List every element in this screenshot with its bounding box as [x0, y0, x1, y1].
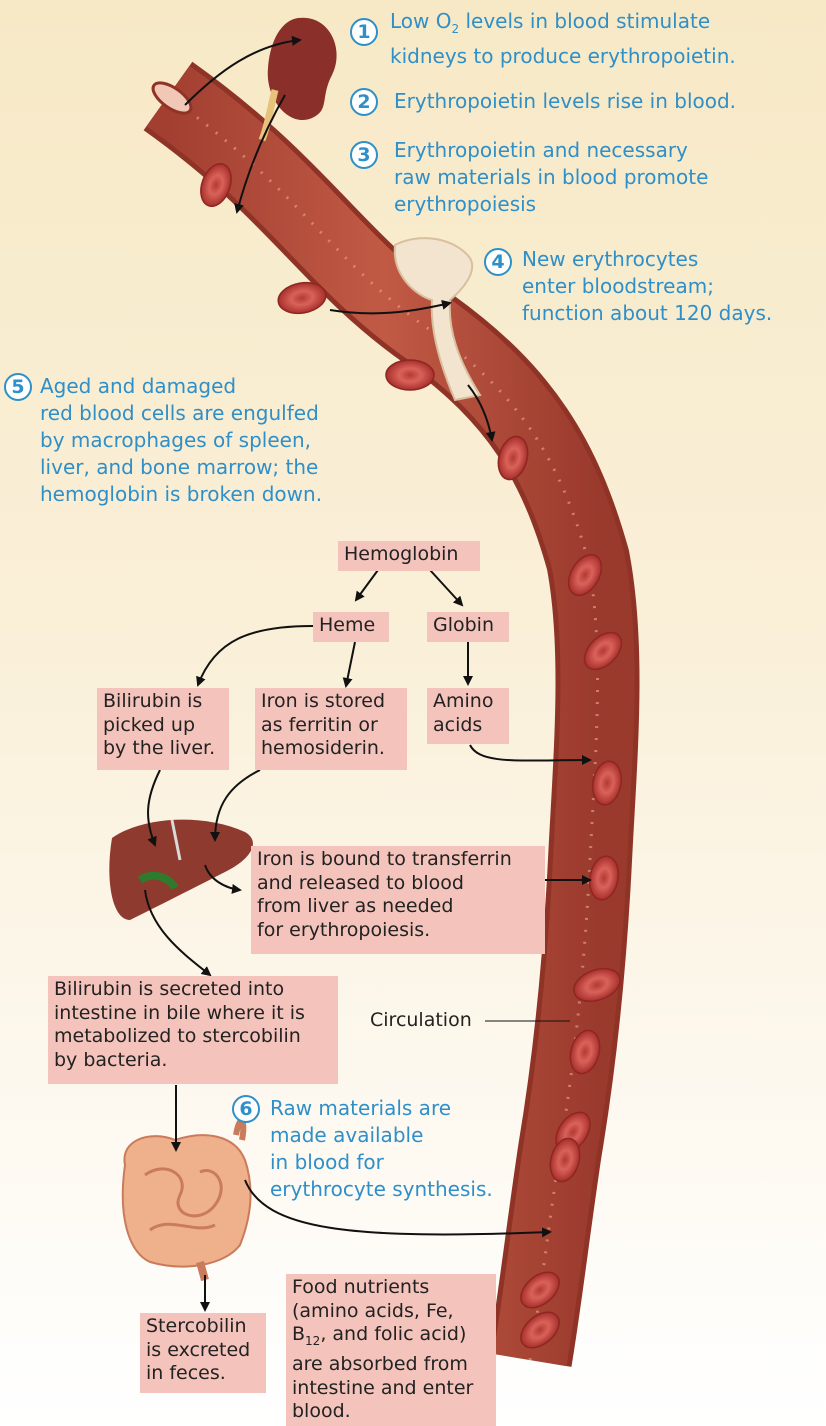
red-blood-cells [200, 163, 623, 1349]
iron-bound-box: Iron is bound to transferrin and release… [251, 846, 545, 954]
arrow-heme-to-iron [342, 641, 356, 688]
step-1-number: 1 [350, 18, 378, 46]
arrow-heme-to-bilirubin [196, 625, 314, 687]
step-4-text: New erythrocytes enter bloodstream; func… [522, 247, 773, 325]
arrow-vessel-to-kidney [184, 35, 302, 106]
heme-box: Heme [313, 612, 389, 642]
step-2-text: Erythropoietin levels rise in blood. [394, 89, 737, 113]
arrow-vessel-to-bone [329, 299, 452, 315]
step-6-number: 6 [232, 1095, 260, 1123]
arrow-bilirubin-to-liver [147, 769, 161, 847]
step-1-text: Low O2 levels in blood stimulate kidneys… [390, 9, 736, 68]
step-2-number: 2 [350, 88, 378, 116]
arrow-bone-to-vessel [467, 384, 496, 442]
liver-icon [109, 819, 253, 920]
food-nutrients-box: Food nutrients (amino acids, Fe, B12, an… [286, 1274, 496, 1426]
step-5-number: 5 [4, 373, 32, 401]
stercobilin-box: Stercobilin is excreted in feces. [140, 1313, 266, 1393]
kidney-icon [258, 17, 337, 142]
arrow-hemoglobin-to-heme [354, 569, 379, 602]
arrow-hemoglobin-to-globin [429, 569, 464, 607]
bilirubin-secreted-box: Bilirubin is secreted into intestine in … [48, 976, 338, 1084]
arrows [144, 35, 592, 1312]
arrow-liver-to-bilirubin-secreted [144, 889, 212, 977]
step-4-number: 4 [484, 248, 512, 276]
amino-acids-box: Amino acids [427, 688, 509, 744]
bilirubin-liver-box: Bilirubin is picked up by the liver. [97, 688, 229, 770]
globin-box: Globin [427, 612, 509, 642]
step-3-text: Erythropoietin and necessary raw materia… [394, 138, 709, 216]
arrow-intestine-to-vessel [244, 1179, 552, 1238]
intestine-icon [121, 1118, 252, 1282]
arrow-liver-to-iron-bound [204, 864, 242, 894]
circulation-label: Circulation [370, 1009, 472, 1031]
step-3-number: 3 [350, 141, 378, 169]
step-6-text: Raw materials are made available in bloo… [270, 1096, 493, 1201]
arrow-kidney-to-vessel [234, 94, 286, 214]
arrow-iron-to-liver [210, 769, 261, 842]
iron-stored-box: Iron is stored as ferritin or hemosideri… [255, 688, 407, 770]
arrow-amino-to-vessel [469, 744, 592, 766]
hemoglobin-box: Hemoglobin [338, 541, 480, 571]
bone-icon [393, 237, 482, 402]
step-5-text: Aged and damaged red blood cells are eng… [40, 374, 323, 506]
